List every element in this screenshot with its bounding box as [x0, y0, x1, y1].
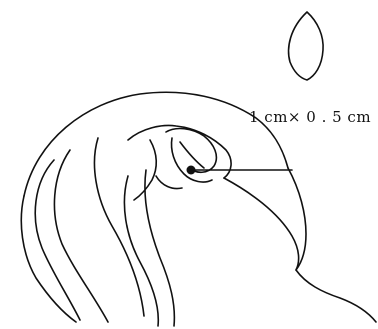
face-jaw-line: [224, 178, 376, 322]
ear-fold: [134, 140, 156, 200]
ear-antihelix: [180, 142, 204, 168]
hair-strand-6: [145, 170, 174, 326]
ear-lobe: [156, 176, 182, 189]
size-label: 1 cm× 0 . 5 cm: [249, 108, 371, 126]
face-cheek-line: [288, 168, 306, 270]
hair-strand-1: [21, 196, 76, 322]
hair-strand-3: [54, 150, 108, 322]
hair-strand-4: [94, 138, 144, 316]
lens-shape-outline: [289, 12, 324, 80]
ear-concha: [172, 138, 213, 182]
hair-strand-2: [35, 160, 80, 320]
